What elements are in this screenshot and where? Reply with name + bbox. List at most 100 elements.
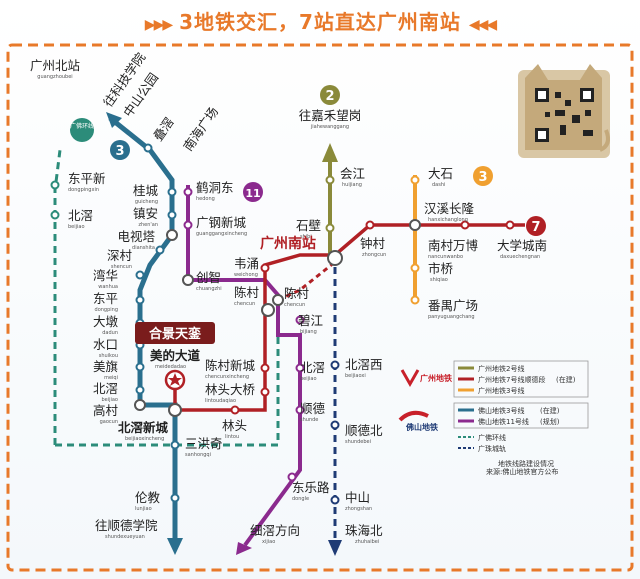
stn-dot-lt [230,405,240,415]
svg-text:lintou: lintou [225,434,239,440]
legend-f3: 佛山地铁3号线 [478,406,524,415]
stn-dot-nctb [460,220,470,230]
stn-lj: 伦教 [135,490,161,505]
svg-text:佛山地铁: 佛山地铁 [405,422,438,432]
stn-dot-sb [325,223,335,233]
fs3-line [108,116,178,540]
xfer-cc1 [261,303,275,317]
svg-text:dadun: dadun [102,330,118,336]
stn-dot-wh [135,270,145,280]
stn-ggxc: 广钢新城 [196,215,247,230]
svg-text:zhongshan: zhongshan [345,506,372,512]
stn-nctb: 南村万博 [428,238,479,253]
stn-dj: 叠滘 [150,115,177,144]
svg-text:meiqi: meiqi [104,375,118,381]
legend-gzzj: 广珠城轨 [478,444,506,453]
badge-fs11: 11 [243,182,263,202]
stn-hj: 会江 [340,166,365,181]
stn-dpx: 东平新 [68,171,106,186]
stn-dot-dpx [50,180,60,190]
fs3-arrow-bottom [167,538,183,555]
svg-text:2: 2 [325,89,334,104]
stn-dot-pygc [410,295,420,305]
badge-line3-gz: 3 [473,166,493,186]
legend-l7: 广州地铁7号线顺德段 [478,375,545,384]
xfer-bjxc [168,403,182,417]
stn-dot-ggxc [183,220,193,230]
svg-text:shundexueyuan: shundexueyuan [105,534,145,540]
stn-cc1: 陈村 [234,285,260,300]
fs11-line [186,185,302,547]
svg-text:shuikou: shuikou [99,353,118,359]
stn-dot-dsl [155,245,165,255]
svg-text:bijiang: bijiang [300,329,317,335]
svg-text:dianshita: dianshita [132,245,155,251]
svg-text:chencunxincheng: chencunxincheng [205,374,249,380]
badge-ring: 广佛环线 [70,118,94,142]
svg-text:shiqiao: shiqiao [430,277,448,283]
l7-stations [230,220,515,415]
stn-mq: 美旗 [93,359,118,374]
legend-f11: 佛山地铁11号线 [478,417,529,426]
legend-f3-note: (在建) [540,406,560,415]
xfer-gcun [134,399,146,411]
stn-dot-lj [170,493,180,503]
badge-fs3: 3 [110,140,130,160]
svg-text:lintoudaqiao: lintoudaqiao [205,398,236,404]
svg-text:dongle: dongle [292,496,309,502]
fs11-arrow [236,542,252,555]
svg-text:dongpingxin: dongpingxin [68,187,99,193]
ring-stations [50,180,60,220]
stn-wy: 韦涌 [234,256,259,271]
stn-gznz: 广州南站 [260,235,316,252]
badge-line7: 7 [526,216,546,236]
stn-dd: 大墩 [93,314,119,329]
stn-dot-dll [287,472,297,482]
stn-dot-bjz [295,315,305,325]
stn-dot-hj [325,175,335,185]
stn-dot-bj1 [50,210,60,220]
qr-code[interactable] [518,64,610,158]
svg-text:sanhongqi: sanhongqi [185,452,211,458]
stn-dp: 东平 [93,291,118,306]
legend-l7-note: (在建) [556,375,576,384]
meide-star-marker [164,369,186,391]
svg-text:zhongcun: zhongcun [362,252,386,258]
stn-sdb: 顺德北 [345,423,383,438]
svg-text:beijiaoxincheng: beijiaoxincheng [125,436,164,442]
svg-text:panyuguangchang: panyuguangchang [428,314,475,320]
stn-dot-ds [410,175,420,185]
svg-text:wanhua: wanhua [98,284,118,290]
legend: 广州地铁 佛山地铁 广州地铁2号线 广州地铁7号线顺德段 (在建) 广州地铁3号… [398,360,589,476]
stn-ccxc: 陈村新城 [205,358,256,373]
stn-xjfx: 细滘方向 [250,523,300,538]
stn-ssq: 三洪奇 [185,436,223,451]
xfer-cc2 [272,294,284,306]
xfer-cx [182,274,194,286]
stn-ds: 大石 [428,166,453,181]
svg-text:3: 3 [115,144,124,159]
stn-dot-gc [167,187,177,197]
l2-stations [325,175,335,233]
stn-dll: 东乐路 [292,480,330,495]
interchanges [134,219,421,417]
svg-text:daxuechengnan: daxuechengnan [500,254,540,260]
svg-text:xijiao: xijiao [262,539,275,545]
stn-bj1: 北滘 [68,208,93,223]
stn-hxcl: 汉溪长隆 [424,201,475,216]
stn-wh: 湾华 [93,268,118,283]
stn-dot-dxcn [505,220,515,230]
stn-zc: 钟村 [360,236,386,251]
fs11-stations [183,187,305,482]
stn-cx: 创智 [196,270,221,285]
stn-bj2: 北滘 [93,381,118,396]
svg-text:dongping: dongping [95,307,118,313]
stn-bj3: 北滘 [300,360,325,375]
l2-arrow [322,143,338,162]
stn-pygc: 番禺广场 [428,298,478,313]
svg-text:weichong: weichong [234,272,258,278]
stn-ltdq: 林头大桥 [205,382,256,397]
stn-wsdxy: 往顺德学院 [95,518,158,533]
svg-text:广州地铁: 广州地铁 [420,373,452,383]
svg-text:beijiaoxi: beijiaoxi [345,373,366,379]
